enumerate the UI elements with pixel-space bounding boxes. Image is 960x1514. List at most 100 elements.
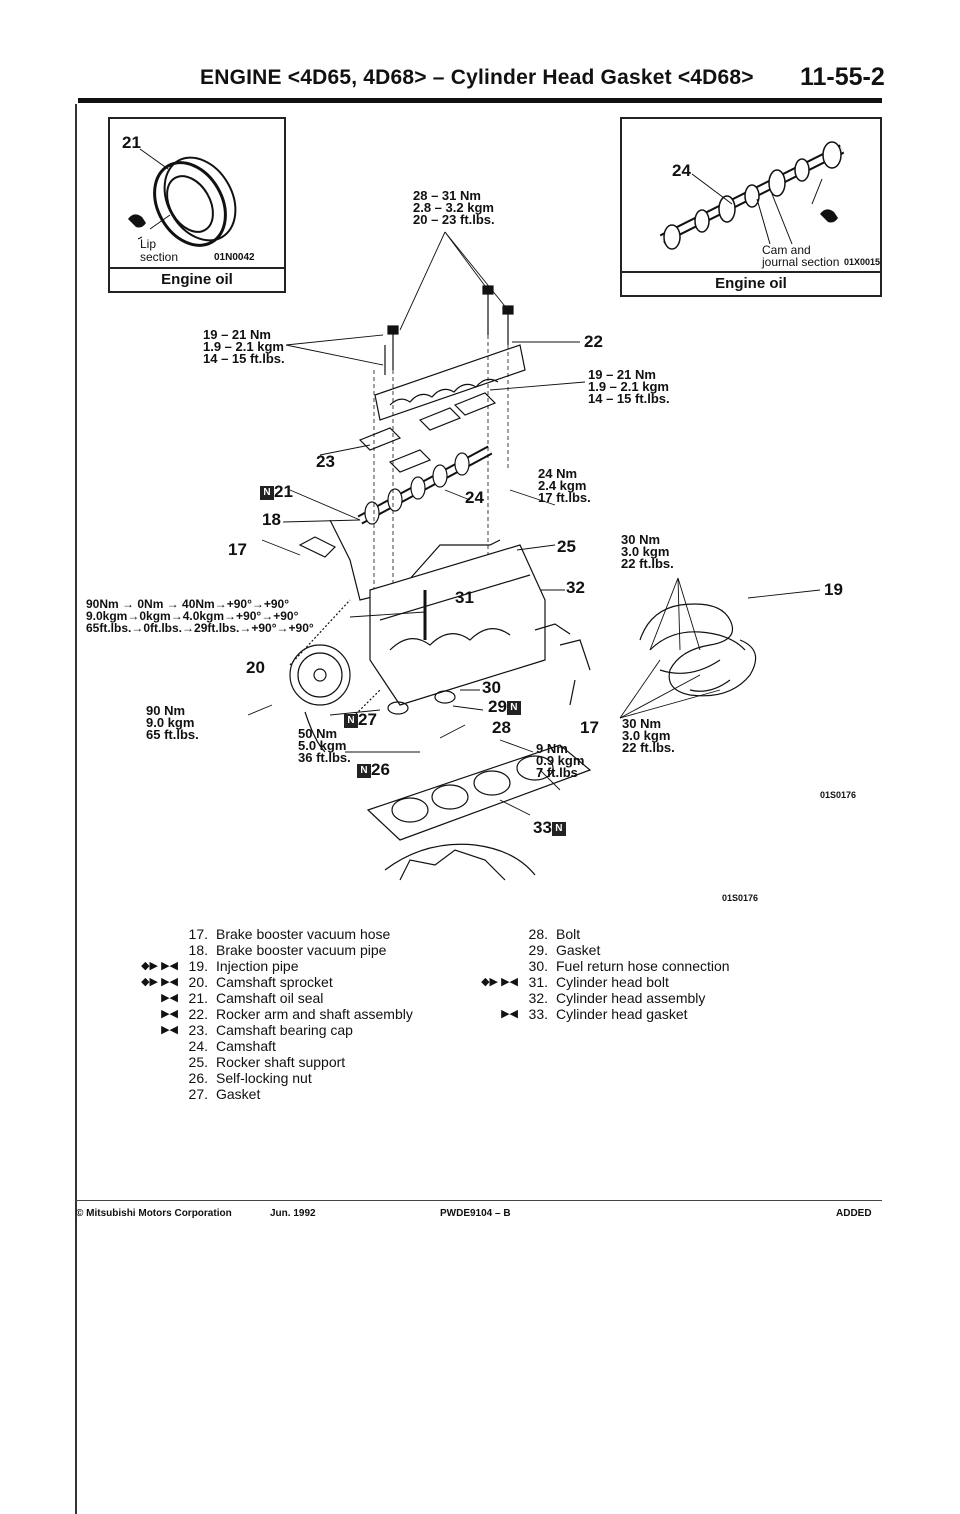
legend-text: Rocker arm and shaft assembly xyxy=(216,1006,413,1022)
footer-copyright: © Mitsubishi Motors Corporation xyxy=(76,1208,232,1219)
inset-caption: Engine oil xyxy=(622,271,880,297)
service-mark: ▶◀ xyxy=(161,1024,178,1036)
legend-text: Rocker shaft support xyxy=(216,1054,346,1070)
legend-text: Brake booster vacuum hose xyxy=(216,926,391,942)
legend-item: 17. Brake booster vacuum hose xyxy=(108,926,413,942)
callout-23: 23 xyxy=(316,452,335,471)
legend-item: 24.Camshaft xyxy=(108,1038,413,1054)
page-number: 11-55-2 xyxy=(800,63,885,91)
oil-can-icon xyxy=(820,209,838,223)
callout-25: 25 xyxy=(557,537,576,556)
service-mark: ◆▶ ▶◀ xyxy=(481,976,518,988)
service-mark xyxy=(108,1054,182,1070)
inset-caption: Engine oil xyxy=(110,267,284,293)
service-mark xyxy=(108,1070,182,1086)
callout-17: 17 xyxy=(228,540,247,559)
service-mark xyxy=(456,942,522,958)
callout-18: 18 xyxy=(262,510,281,529)
legend-text: Camshaft xyxy=(216,1038,276,1054)
legend-text: Camshaft bearing cap xyxy=(216,1022,353,1038)
legend-number: 19. xyxy=(188,958,208,974)
callout-20: 20 xyxy=(246,658,265,677)
legend-text: Cylinder head gasket xyxy=(556,1006,688,1022)
legend-text: Fuel return hose connection xyxy=(556,958,730,974)
callout-31: 31 xyxy=(455,588,474,607)
legend-item: ◆▶ ▶◀31.Cylinder head bolt xyxy=(456,974,730,990)
service-mark: ▶◀ xyxy=(501,1008,518,1020)
header-rule xyxy=(78,98,882,103)
legend-number: 17. xyxy=(188,926,208,942)
camshaft-drawing xyxy=(659,141,845,250)
footer-rule xyxy=(76,1200,882,1201)
legend-number: 32. xyxy=(528,990,548,1006)
legend-text: Injection pipe xyxy=(216,958,299,974)
inset-part-number: 24 xyxy=(672,161,691,180)
callout-32: 32 xyxy=(566,578,585,597)
legend-text: Bolt xyxy=(556,926,581,942)
inset-note2: journal section xyxy=(762,255,840,269)
inset-part-number: 21 xyxy=(122,133,141,152)
torque-spec-head-bolt: 90Nm → 0Nm → 40Nm→+90°→+90°9.0kgm→0kgm→4… xyxy=(86,597,314,635)
legend-item: 32. Cylinder head assembly xyxy=(456,990,730,1006)
margin-line xyxy=(75,104,77,1514)
figure-code: 01S0176 xyxy=(820,790,857,800)
legend-item: ◆▶ ▶◀20.Camshaft sprocket xyxy=(108,974,413,990)
service-mark: ▶◀ xyxy=(161,992,178,1004)
oil-can-icon xyxy=(128,214,146,228)
legend-item: ▶◀33.Cylinder head gasket xyxy=(456,1006,730,1022)
legend-item: ◆▶ ▶◀ 19. Injection pipe xyxy=(108,958,413,974)
legend-number: 29. xyxy=(528,942,548,958)
inset-code: 01N0042 xyxy=(214,252,255,263)
inset-oil-seal: 21 Lip section 01N0042 Engine oil xyxy=(108,117,286,293)
legend-text: Cylinder head assembly xyxy=(556,990,706,1006)
legend-text: Self-locking nut xyxy=(216,1070,312,1086)
service-mark xyxy=(108,1038,182,1054)
oil-seal-drawing xyxy=(128,148,237,247)
legend-number: 23. xyxy=(188,1022,208,1038)
legend-number: 18. xyxy=(188,942,208,958)
service-mark xyxy=(108,926,182,942)
inset-note2: section xyxy=(140,250,179,264)
legend-number: 31. xyxy=(528,974,548,990)
legend-item: ▶◀ 23. Camshaft bearing cap xyxy=(108,1022,413,1038)
new-part-badge: N xyxy=(357,763,371,778)
legend-number: 28. xyxy=(528,926,548,942)
callout-24: 24 xyxy=(465,488,484,507)
service-mark: ◆▶ ▶◀ xyxy=(141,960,178,972)
new-part-badge: N xyxy=(551,821,566,836)
legend-item: 29.Gasket xyxy=(456,942,730,958)
inset-note1: Lip xyxy=(140,237,157,251)
legend-item: 28. Bolt xyxy=(456,926,730,942)
legend-number: 26. xyxy=(188,1070,208,1086)
inset-camshaft: 24 Cam and journal section 01X0015 Engin… xyxy=(620,117,882,297)
legend-text: Gasket xyxy=(216,1086,261,1102)
service-mark xyxy=(108,1086,182,1102)
page-title: ENGINE <4D65, 4D68> – Cylinder Head Gask… xyxy=(200,66,754,89)
inset-note1: Cam and xyxy=(762,243,811,257)
legend-item: ▶◀ 22. Rocker arm and shaft assembly xyxy=(108,1006,413,1022)
legend-number: 27. xyxy=(188,1086,208,1102)
callout-28: 28 xyxy=(492,718,511,737)
legend-number: 22. xyxy=(188,1006,208,1022)
footer-doc-number: PWDE9104 – B xyxy=(440,1208,511,1219)
legend-item: 27. Gasket xyxy=(108,1086,413,1102)
legend-text: Camshaft sprocket xyxy=(216,974,333,990)
legend-item: 18.Brake booster vacuum pipe xyxy=(108,942,413,958)
new-part-badge: N xyxy=(260,485,274,500)
service-mark: ▶◀ xyxy=(161,1008,178,1020)
legend-number: 25. xyxy=(188,1054,208,1070)
service-mark xyxy=(456,926,522,942)
